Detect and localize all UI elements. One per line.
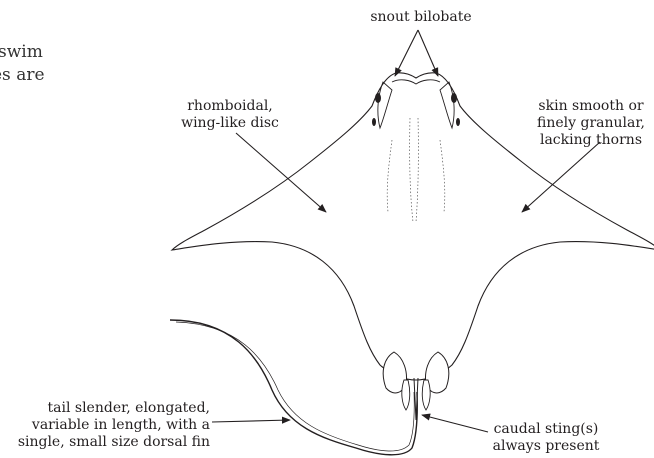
- label-disc-line-2: wing-like disc: [168, 115, 292, 132]
- label-skin-line-2: finely granular,: [528, 115, 654, 132]
- label-disc-line-1: rhomboidal,: [168, 98, 292, 115]
- label-skin-line-3: lacking thorns: [528, 132, 654, 149]
- label-tail-line-2: variable in length, with a: [6, 417, 210, 434]
- eye-left: [375, 93, 381, 103]
- clasper-left: [402, 380, 410, 410]
- label-skin: skin smooth or finely granular, lacking …: [528, 98, 654, 149]
- label-tail: tail slender, elongated, variable in len…: [6, 400, 210, 451]
- eye-right: [451, 93, 457, 103]
- label-tail-line-1: tail slender, elongated,: [6, 400, 210, 417]
- label-snout-bilobate: snout bilobate: [356, 9, 486, 26]
- label-caudal-sting-line-1: caudal sting(s): [482, 421, 610, 438]
- arrow-tail: [212, 420, 290, 422]
- arrow-sting: [422, 415, 488, 432]
- label-caudal-sting: caudal sting(s) always present: [482, 421, 610, 455]
- label-tail-line-3: single, small size dorsal fin: [6, 434, 210, 451]
- arrow-snout-left: [395, 30, 418, 76]
- label-skin-line-1: skin smooth or: [528, 98, 654, 115]
- arrow-snout-right: [418, 30, 438, 76]
- spiracle-right: [456, 118, 460, 126]
- clipped-text-line-1: swim: [0, 40, 43, 64]
- label-disc: rhomboidal, wing-like disc: [168, 98, 292, 132]
- label-caudal-sting-line-2: always present: [482, 438, 610, 455]
- clipped-text-line-2: es are: [0, 63, 45, 87]
- clasper-right: [422, 380, 430, 410]
- spiracle-left: [372, 118, 376, 126]
